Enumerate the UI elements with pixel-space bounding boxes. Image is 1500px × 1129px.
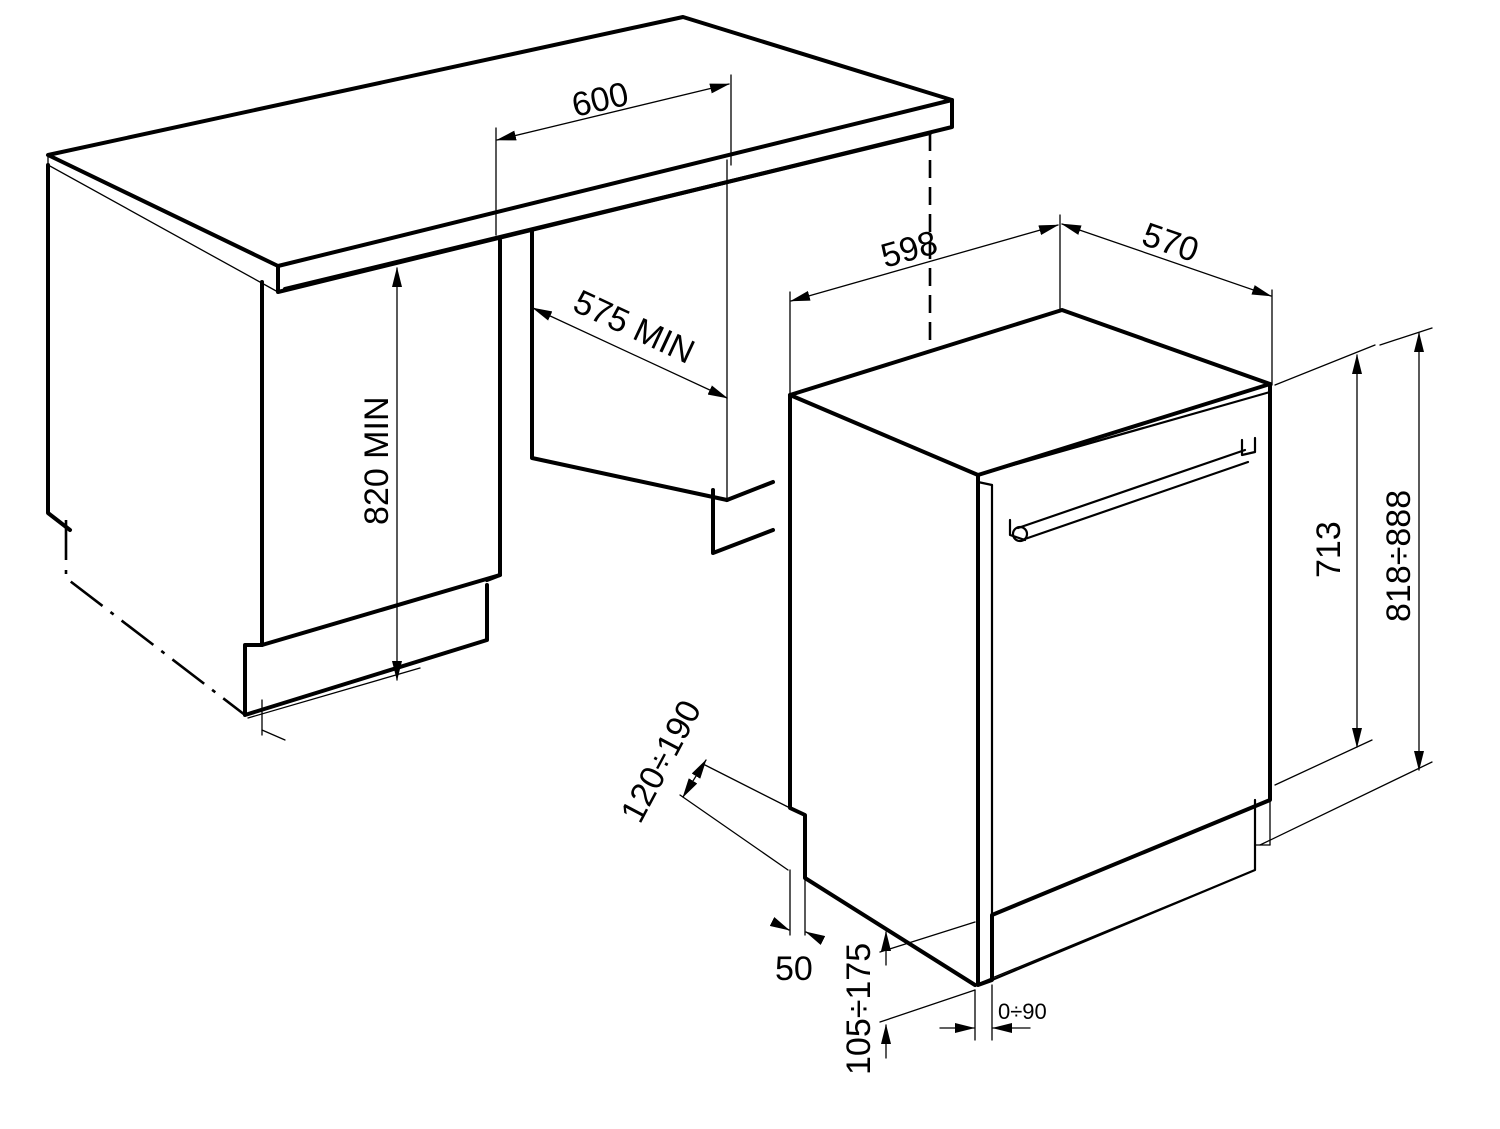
label-600: 600: [568, 75, 632, 125]
dim-0-90: 0÷90: [939, 984, 1047, 1041]
label-598: 598: [877, 224, 942, 276]
dim-818-888: 818÷888: [1259, 327, 1433, 846]
label-818-888: 818÷888: [1380, 490, 1418, 622]
label-570: 570: [1137, 216, 1203, 270]
label-713: 713: [1310, 521, 1348, 578]
left-cabinet: [46, 163, 72, 532]
countertop-edge: [276, 98, 954, 294]
label-575-min: 575 MIN: [568, 283, 701, 372]
dim-713: 713: [1274, 344, 1376, 786]
label-105-175: 105÷175: [840, 943, 878, 1075]
countertop-top: [46, 15, 954, 268]
dishwasher-side: [788, 393, 977, 987]
dim-598: 598: [789, 214, 1061, 396]
dim-570: 570: [1061, 216, 1273, 386]
dim-120-190: 120÷190: [614, 694, 791, 871]
door-handle: [1008, 436, 1257, 543]
dishwasher-plinth: [990, 798, 1257, 982]
right-cabinet: [530, 228, 729, 502]
label-820-min: 820 MIN: [358, 397, 396, 526]
dim-820-min: 820 MIN: [247, 267, 421, 741]
dim-105-175: 105÷175: [840, 921, 976, 1075]
dim-50: 50: [769, 869, 826, 988]
dim-575-min: 575 MIN: [532, 283, 728, 399]
label-50: 50: [775, 950, 813, 988]
dishwasher-top: [788, 308, 1272, 477]
dishwasher-door: [976, 382, 1272, 987]
dishwasher: 598 570 713 818÷888 120÷190: [614, 214, 1433, 1075]
kitchen-cabinet: 600 575 MIN 820 MIN: [46, 15, 954, 741]
label-120-190: 120÷190: [614, 694, 710, 828]
label-0-90: 0÷90: [998, 999, 1047, 1024]
